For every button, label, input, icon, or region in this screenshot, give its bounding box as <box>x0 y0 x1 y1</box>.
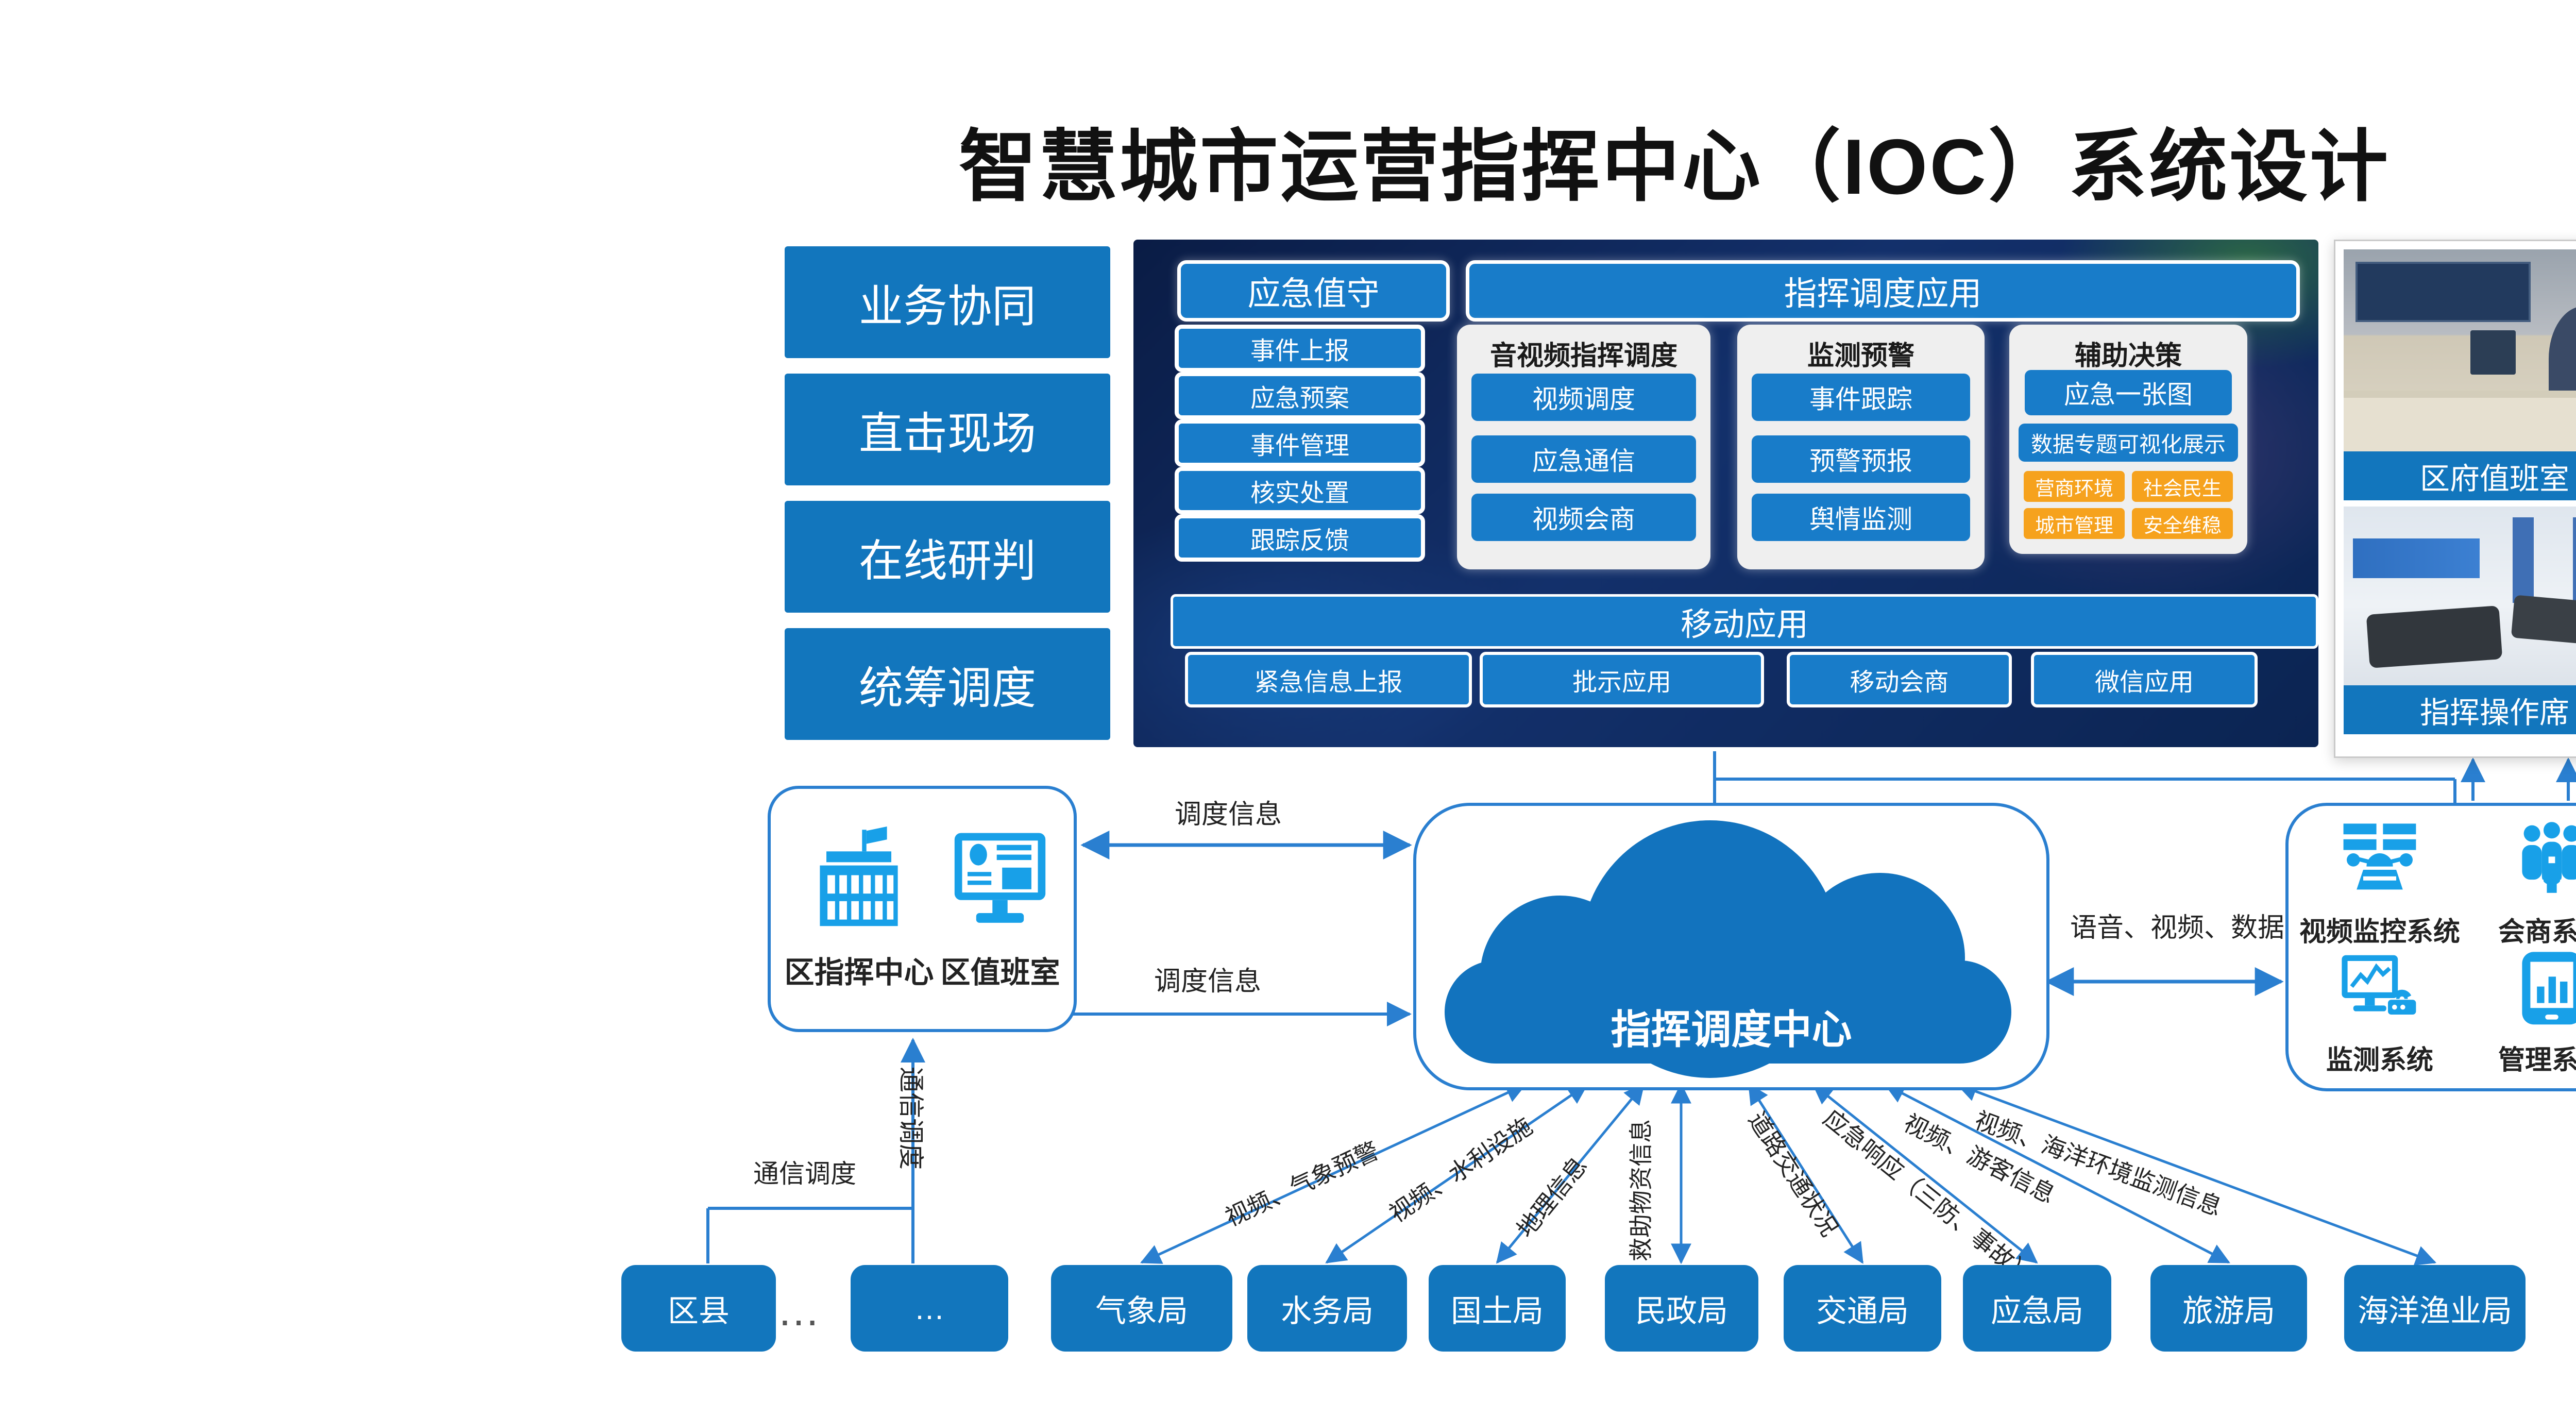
monitoring-item-event-tracking: 事件跟踪 <box>1752 374 1970 421</box>
cloud-icon <box>1445 960 2011 1064</box>
monitoring-screen-icon <box>2342 955 2416 1015</box>
mobile-item-wechat-app: 微信应用 <box>2031 652 2258 707</box>
monitoring-system-label: 监测系统 <box>2326 1045 2433 1075</box>
duty-item-verify-handle: 核实处置 <box>1175 467 1425 514</box>
operator-seats-label: 指挥操作席 <box>2344 685 2576 734</box>
dept-district-county: 区县 <box>621 1265 776 1352</box>
dept-ellipsis: … <box>851 1265 1008 1352</box>
av-item-video-consultation: 视频会商 <box>1471 494 1696 541</box>
photo-big-screen <box>2352 538 2480 578</box>
photo-pillar <box>2513 517 2534 603</box>
district-command-center-label: 区指挥中心 <box>784 956 934 989</box>
command-dispatch-apps-header: 指挥调度应用 <box>1466 260 2300 322</box>
dept-marine-fishery-bureau: 海洋渔业局 <box>2344 1265 2526 1352</box>
management-system-label: 管理系统 <box>2498 1045 2576 1075</box>
consultation-system-label: 会商系统 <box>2498 917 2576 947</box>
cloud-label: 指挥调度中心 <box>1611 1007 1852 1052</box>
decision-item-data-visualization: 数据专题可视化展示 <box>2019 424 2238 462</box>
meeting-people-icon <box>2520 822 2576 893</box>
mobile-item-instruction-app: 批示应用 <box>1480 652 1764 707</box>
video-surveillance-system-label: 视频监控系统 <box>2299 917 2460 947</box>
district-command-center-node: 区指挥中心 <box>784 826 934 991</box>
monitoring-item-public-opinion: 舆情监测 <box>1752 494 1970 541</box>
av-command-dispatch-card: 音视频指挥调度 视频调度 应急通信 视频会商 <box>1457 325 1710 569</box>
district-nodes-box: 区指挥中心 区值班室 <box>768 786 1077 1032</box>
duty-monitor-icon <box>955 833 1046 923</box>
decision-card-title: 辅助决策 <box>2074 341 2182 371</box>
edge-label-dispatch-info-top: 调度信息 <box>1175 800 1282 830</box>
sidebar-item-business-collaboration: 业务协同 <box>785 246 1110 358</box>
monitoring-item-warning-forecast: 预警预报 <box>1752 435 1970 483</box>
edge-label-dispatch-info-bottom: 调度信息 <box>1154 967 1262 997</box>
dept-separator-dots: … <box>777 1286 823 1335</box>
video-wall-icon <box>2343 823 2416 890</box>
av-item-video-dispatch: 视频调度 <box>1471 374 1696 421</box>
district-duty-room-node: 区值班室 <box>940 826 1060 991</box>
av-item-emergency-comm: 应急通信 <box>1471 435 1696 483</box>
dept-transport-bureau: 交通局 <box>1784 1265 1941 1352</box>
duty-room-label: 区府值班室 <box>2344 451 2576 500</box>
fan-label-geo-info: 地理信息 <box>1512 1152 1592 1243</box>
management-tablet-icon <box>2522 952 2576 1025</box>
tag-business-environment: 营商环境 <box>2024 471 2125 502</box>
photo-console-desk <box>2511 595 2576 647</box>
dept-emergency-bureau: 应急局 <box>1963 1265 2111 1352</box>
photo-console-desk <box>2366 605 2503 669</box>
photo-pillar <box>2573 517 2576 603</box>
duty-item-event-management: 事件管理 <box>1175 419 1425 467</box>
fan-label-weather: 视频、气象预警 <box>1221 1137 1383 1232</box>
monitoring-system-node: 监测系统 <box>2326 949 2433 1077</box>
decision-item-emergency-map: 应急一张图 <box>2025 370 2232 415</box>
photo-desk <box>2344 391 2576 451</box>
mobile-item-mobile-consultation: 移动会商 <box>1787 652 2012 707</box>
duty-room-photo <box>2344 249 2576 451</box>
emergency-duty-header: 应急值守 <box>1177 260 1450 322</box>
av-card-title: 音视频指挥调度 <box>1489 341 1677 371</box>
mobile-apps-header: 移动应用 <box>1171 594 2318 649</box>
duty-item-track-feedback: 跟踪反馈 <box>1175 514 1425 562</box>
district-duty-room-label: 区值班室 <box>940 956 1060 989</box>
sidebar-item-overall-dispatch: 统筹调度 <box>785 628 1110 740</box>
dept-civil-affairs-bureau: 民政局 <box>1605 1265 1758 1352</box>
dept-water-bureau: 水务局 <box>1247 1265 1407 1352</box>
decision-support-card: 辅助决策 应急一张图 数据专题可视化展示 营商环境 社会民生 城市管理 安全维稳 <box>2009 325 2247 554</box>
fan-label-relief-supplies: 救助物资信息 <box>1628 1119 1654 1261</box>
monitoring-card-title: 监测预警 <box>1807 341 1914 371</box>
command-dispatch-center-container: 指挥调度中心 <box>1413 803 2049 1090</box>
tag-security-stability: 安全维稳 <box>2132 508 2233 539</box>
sidebar-item-live-scene: 直击现场 <box>785 374 1110 485</box>
operator-seats-photo <box>2344 507 2576 685</box>
duty-item-emergency-plan: 应急预案 <box>1175 372 1425 419</box>
fan-label-water: 视频、水利设施 <box>1384 1112 1537 1228</box>
management-system-node: 管理系统 <box>2498 949 2576 1077</box>
sidebar-item-online-analysis: 在线研判 <box>785 501 1110 613</box>
government-building-icon <box>820 826 899 926</box>
external-systems-box: 视频监控系统 会商系统 <box>2285 803 2576 1091</box>
tag-social-livelihood: 社会民生 <box>2132 471 2233 502</box>
consultation-system-node: 会商系统 <box>2498 820 2576 949</box>
command-apps-panel: 应急值守 指挥调度应用 事件上报 应急预案 事件管理 核实处置 跟踪反馈 音视频… <box>1133 240 2318 747</box>
photo-desk-monitor <box>2470 330 2516 375</box>
edge-label-voice-video-data: 语音、视频、数据 <box>2070 913 2285 943</box>
dept-tourism-bureau: 旅游局 <box>2150 1265 2307 1352</box>
tag-city-management: 城市管理 <box>2024 508 2125 539</box>
duty-item-event-report: 事件上报 <box>1175 325 1425 372</box>
photo-video-wall <box>2355 261 2531 323</box>
mobile-item-urgent-report: 紧急信息上报 <box>1185 652 1472 707</box>
dept-weather-bureau: 气象局 <box>1051 1265 1232 1352</box>
video-surveillance-system-node: 视频监控系统 <box>2299 820 2460 949</box>
rooms-photo-panel: 区府值班室 指挥操作席 <box>2334 240 2576 758</box>
edge-label-comm-dispatch-v: 通信调度 <box>896 1067 925 1170</box>
dept-land-bureau: 国土局 <box>1429 1265 1566 1352</box>
page-title: 智慧城市运营指挥中心（IOC）系统设计 <box>958 123 2391 211</box>
monitoring-warning-card: 监测预警 事件跟踪 预警预报 舆情监测 <box>1737 325 1985 569</box>
sidebar: 业务协同 直击现场 在线研判 统筹调度 <box>785 246 1110 755</box>
edge-label-comm-dispatch-h: 通信调度 <box>753 1159 856 1188</box>
